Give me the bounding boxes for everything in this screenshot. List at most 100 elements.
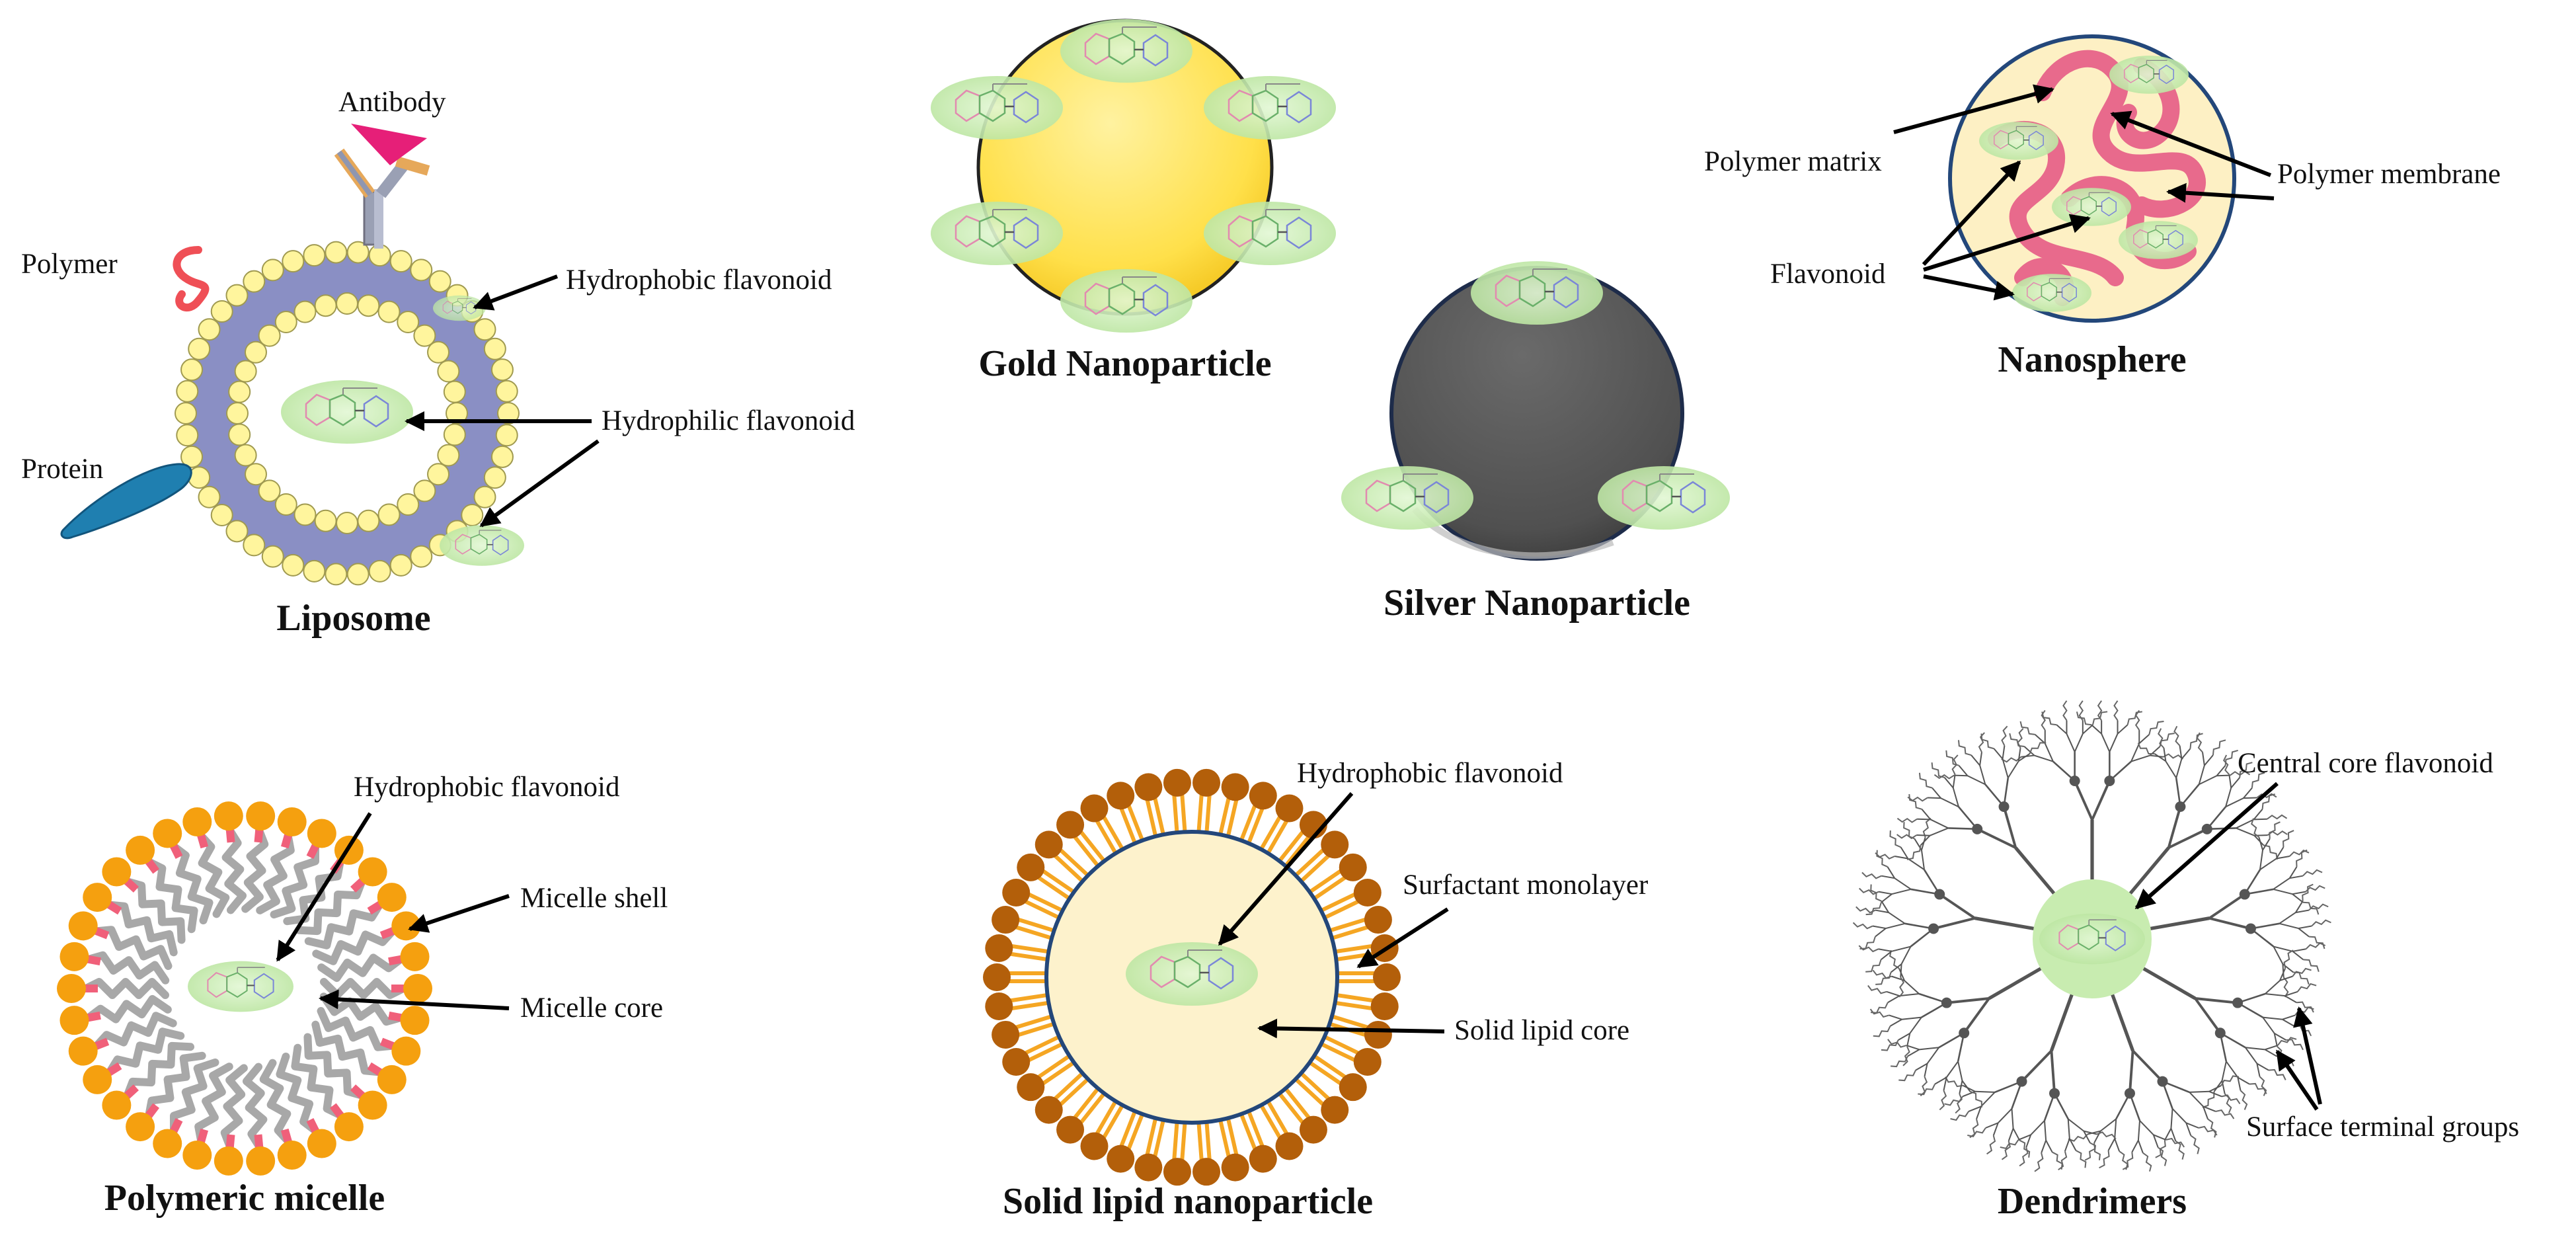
dendrimer-branch [2067,1119,2070,1139]
dendrimer-terminal [2220,1075,2240,1086]
sln-tail [1153,797,1165,834]
micelle-linker [379,926,395,940]
dendrimer-branch [2115,1092,2131,1119]
arrow [2275,1049,2319,1111]
dendrimer-terminal [2019,1139,2031,1158]
dendrimer-branch [2225,787,2232,807]
dendrimer-terminal [2292,967,2312,977]
dendrimer-terminal [1881,1039,1899,1051]
micelle-tail [221,826,247,914]
lipid-head [437,444,460,467]
sln-head [992,1020,1020,1049]
sln-tail [1295,1078,1325,1107]
dendrimer-branch [2138,734,2150,745]
dendrimer-branch [1890,1018,1902,1027]
micelle-linker [197,1128,209,1144]
arrow [276,812,372,962]
dendrimer-branch [2253,818,2267,821]
dendrimer-branch [2206,806,2227,830]
micelle-linker [254,1134,264,1148]
dendrimer-branch [2073,780,2093,821]
sln-tail [1011,944,1048,953]
dendrimer-branch [2068,1118,2084,1132]
dendrimer-branch [1984,784,2005,807]
sln-tail [1180,1123,1187,1160]
dendrimer-branch [1904,922,1934,930]
sln-head [1364,1020,1392,1049]
dendrimer-terminal [2158,1147,2167,1166]
sln-head [1275,794,1304,823]
lipid-head [314,294,337,317]
polymer-label: Polymer [21,249,118,280]
lipid-head [473,318,496,341]
dendrimer-branch [2284,990,2298,997]
dendrimer-branch [1933,916,1976,930]
dendrimer-branch [1891,888,1912,895]
dendrimer-branch [2204,754,2214,766]
micelle-head [334,1112,364,1142]
dendrimer-branch [2273,946,2284,965]
dendrimer-branch [2208,1084,2222,1092]
flavonoid-molecule [1978,121,2059,161]
dendrimer-terminal [2166,1137,2185,1148]
micelle-tail [303,1033,366,1100]
sln-tail [1027,892,1062,912]
arrow [1922,160,2021,266]
sln-head [1299,1115,1327,1144]
dendrimer-branch [1934,1076,1947,1085]
dendrimer-core-label: Central core flavonoid [2238,748,2493,779]
dendrimer-branch [1976,1106,1982,1119]
dendrimer-terminal [2283,977,2289,998]
dendrimer-branch [2298,925,2312,930]
dendrimer-branch [2127,846,2170,897]
dendrimer-branch [2219,1033,2228,1062]
dendrimer-terminal [2084,1143,2096,1161]
arrow [1923,214,2091,272]
dendrimer-branch [2017,747,2021,762]
dendrimer-terminal [1945,1076,1963,1088]
dendrimer-branch [1921,809,1932,821]
dendrimer-terminal [1969,1119,1979,1139]
dendrimer-branch [2167,806,2182,848]
micelle-linker [367,1062,383,1076]
dendrimer-branch [2245,1047,2258,1065]
sln-head [1249,1145,1277,1173]
gold-title: Gold Nanoparticle [978,343,1271,384]
dendrimer-branch [1907,858,1925,871]
dendrimer-terminal [2198,1125,2218,1136]
dendrimer-branch [1887,866,1896,879]
lipid-head [497,402,520,424]
dendrimer-branch [1967,775,1986,786]
lipid-head [443,380,466,403]
dendrimer-terminal [2158,728,2165,748]
polymeric-micelle-diagram: Hydrophobic flavonoid Micelle shell Mice… [57,772,668,1219]
micelle-head [277,807,307,837]
micelle-linker [124,1084,139,1100]
liposome-lipid-heads [175,241,520,586]
dendrimer-terminal [2097,700,2103,721]
lipid-head [397,493,420,516]
dendrimer-branch [1887,995,1900,1004]
dendrimer-branch [2221,1061,2227,1081]
dendrimer-branch [1932,787,1941,799]
dendrimer-terminal [2239,762,2253,778]
sln-tail [1011,1001,1048,1011]
lipid-head [175,402,197,424]
sln-tail [1300,1072,1331,1101]
micelle-head [307,819,336,848]
micelle-tail [93,926,173,970]
dendrimer-branch [1997,1108,2013,1124]
dendrimer-branch [2195,997,2238,1004]
sln-tail [1309,869,1343,893]
dendrimer-branch [2273,888,2293,895]
sln-tail [1226,799,1239,836]
dendrimer-branch [2066,733,2076,752]
micelle-linker [87,955,101,966]
sln-head [1364,906,1392,934]
dendrimer-branch [2253,809,2263,821]
micelle-head [377,883,407,912]
sln-tail [1015,1014,1051,1029]
sln-head [1002,879,1031,907]
polymer-membrane-label: Polymer membrane [2277,159,2501,190]
dendrimer-terminal [1898,977,1905,998]
